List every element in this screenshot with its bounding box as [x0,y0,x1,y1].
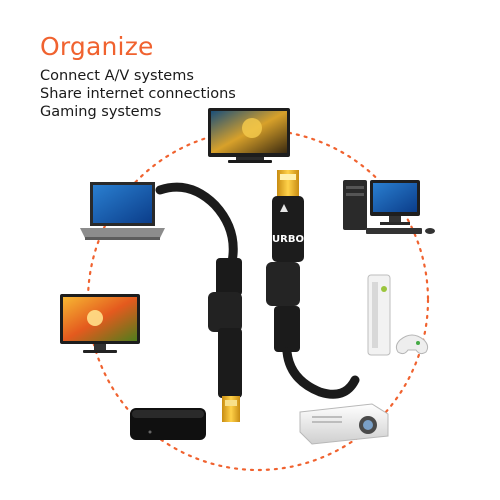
laptop-icon [80,182,165,240]
feature-item: Share internet connections [40,86,236,102]
heading: Organize [40,32,154,61]
monitor-icon [60,294,140,353]
desktop-computer-icon [343,180,435,234]
feature-list: Connect A/V systems Share internet conne… [40,67,236,121]
feature-item: Connect A/V systems [40,68,194,84]
tv-icon [208,108,290,163]
set-top-box-icon [130,408,206,440]
projector-icon [299,403,389,445]
game-console-icon [367,274,429,356]
right-hdmi-adapter: URBO [266,170,360,399]
left-hdmi-adapter [155,182,242,422]
feature-item: Gaming systems [40,104,162,120]
brand-logo: URBO [272,234,304,245]
